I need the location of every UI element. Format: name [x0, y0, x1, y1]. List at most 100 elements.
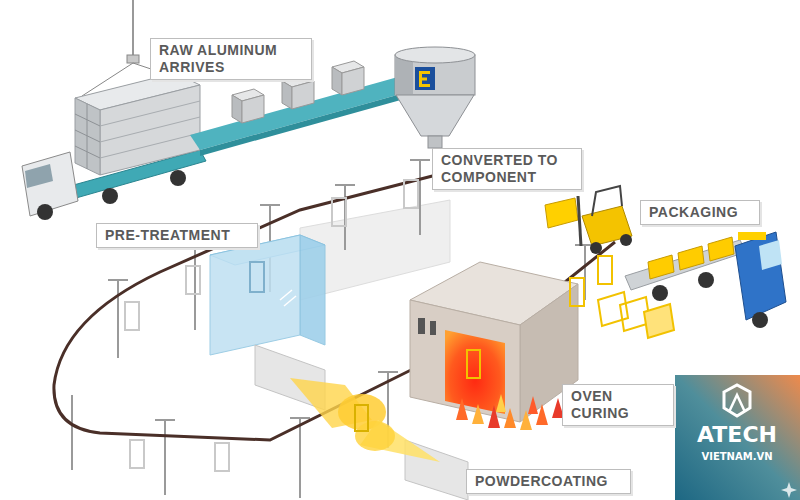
block-face: [232, 95, 242, 123]
callout-text: PRE-TREATMENT: [105, 227, 249, 244]
pole: [194, 238, 196, 330]
wheel: [590, 242, 602, 254]
logo-icon: [724, 385, 750, 416]
crane-hook: [127, 55, 139, 63]
overhead-track: [54, 172, 615, 440]
callout-text: CONVERTED TO COMPONENT: [441, 152, 573, 186]
pole: [71, 395, 73, 470]
watermark-site: VIETNAM.VN: [678, 451, 796, 462]
pole: [117, 280, 119, 358]
logo-badge: [415, 67, 435, 90]
hanging-rack: [404, 180, 418, 208]
flames: [456, 394, 564, 430]
hanging-rack: [215, 443, 229, 471]
pole-top: [335, 184, 355, 186]
pole: [164, 420, 166, 495]
wheel: [698, 272, 714, 288]
flame: [496, 394, 506, 412]
logo-mark: [419, 84, 430, 87]
crate: [708, 237, 734, 261]
callout-box: RAW ALUMINUM ARRIVES: [150, 38, 312, 80]
pole-top: [108, 279, 128, 281]
hanging-rack: [598, 256, 612, 284]
sparkle: [781, 482, 797, 498]
aluminum-block: [232, 89, 264, 123]
aluminum-stack-side: [100, 85, 200, 175]
tube-line: [100, 101, 200, 126]
crane-cable: [132, 0, 134, 56]
tube-line: [87, 104, 88, 169]
pole: [299, 418, 301, 498]
truck-windshield: [25, 164, 53, 188]
pole-top: [410, 159, 430, 161]
watermark-brand: ATECH: [678, 422, 796, 447]
tank-side: [300, 235, 325, 345]
block-face: [242, 95, 264, 123]
glass-shine: [280, 290, 292, 300]
wheel: [620, 234, 632, 246]
aluminum-block: [332, 61, 364, 95]
callout-box: PACKAGING: [640, 200, 760, 225]
machine-top: [395, 47, 475, 63]
oven-vent: [430, 321, 436, 335]
flame: [536, 404, 548, 425]
aluminum-stack-end: [75, 98, 100, 175]
callout-box: OVEN CURING: [562, 384, 674, 426]
oven-opening: [445, 330, 505, 414]
flame: [472, 404, 484, 424]
crate: [648, 255, 674, 279]
flame: [528, 396, 538, 414]
forklift-load: [545, 198, 578, 228]
wheel: [170, 170, 186, 186]
forklift-guard: [592, 186, 622, 216]
block-face: [342, 67, 364, 95]
yellow-rack: [644, 304, 674, 338]
flame: [504, 408, 516, 428]
hanging-rack: [130, 440, 144, 468]
wheel: [752, 312, 768, 328]
forklift-mast: [578, 196, 581, 246]
hanging-rack: [467, 350, 480, 378]
machine-spout: [428, 136, 442, 148]
oven-vent: [418, 318, 425, 334]
callout-text: RAW ALUMINUM ARRIVES: [159, 42, 303, 76]
machine-funnel: [396, 95, 474, 136]
truck-sign: [738, 232, 766, 240]
callout-text: OVEN CURING: [571, 388, 665, 422]
wheel: [102, 188, 118, 204]
callout-text: PACKAGING: [649, 204, 751, 221]
logo-icon: [729, 395, 745, 412]
logo-mark: [419, 71, 430, 74]
yellow-rack: [598, 292, 628, 326]
pole: [419, 160, 421, 235]
callout-text: POWDERCOATING: [475, 473, 622, 490]
truck-windshield: [759, 240, 782, 270]
logo-mark: [419, 78, 427, 81]
conveyor-belt: [190, 75, 415, 150]
block-face: [332, 67, 342, 95]
hanging-rack: [186, 266, 200, 294]
poles: [72, 160, 595, 498]
hanging-rack: [250, 262, 264, 292]
callout-box: CONVERTED TO COMPONENT: [432, 148, 582, 190]
truck-cab: [735, 232, 786, 320]
wheel: [37, 204, 53, 220]
hanging-rack: [355, 405, 368, 431]
pole-top: [260, 204, 280, 206]
glass-shine: [284, 296, 296, 306]
crate: [678, 246, 704, 270]
callout-box: POWDERCOATING: [466, 469, 631, 494]
forklift-body: [582, 206, 632, 246]
hanging-rack: [570, 278, 584, 306]
callout-box: PRE-TREATMENT: [96, 223, 258, 248]
pole-top: [155, 419, 175, 421]
hanging-rack: [332, 198, 346, 226]
hanging-rack: [125, 302, 139, 330]
oven-front: [410, 300, 520, 422]
powder-spray: [355, 421, 395, 451]
logo-background: [675, 375, 800, 500]
pole-top: [290, 417, 310, 419]
